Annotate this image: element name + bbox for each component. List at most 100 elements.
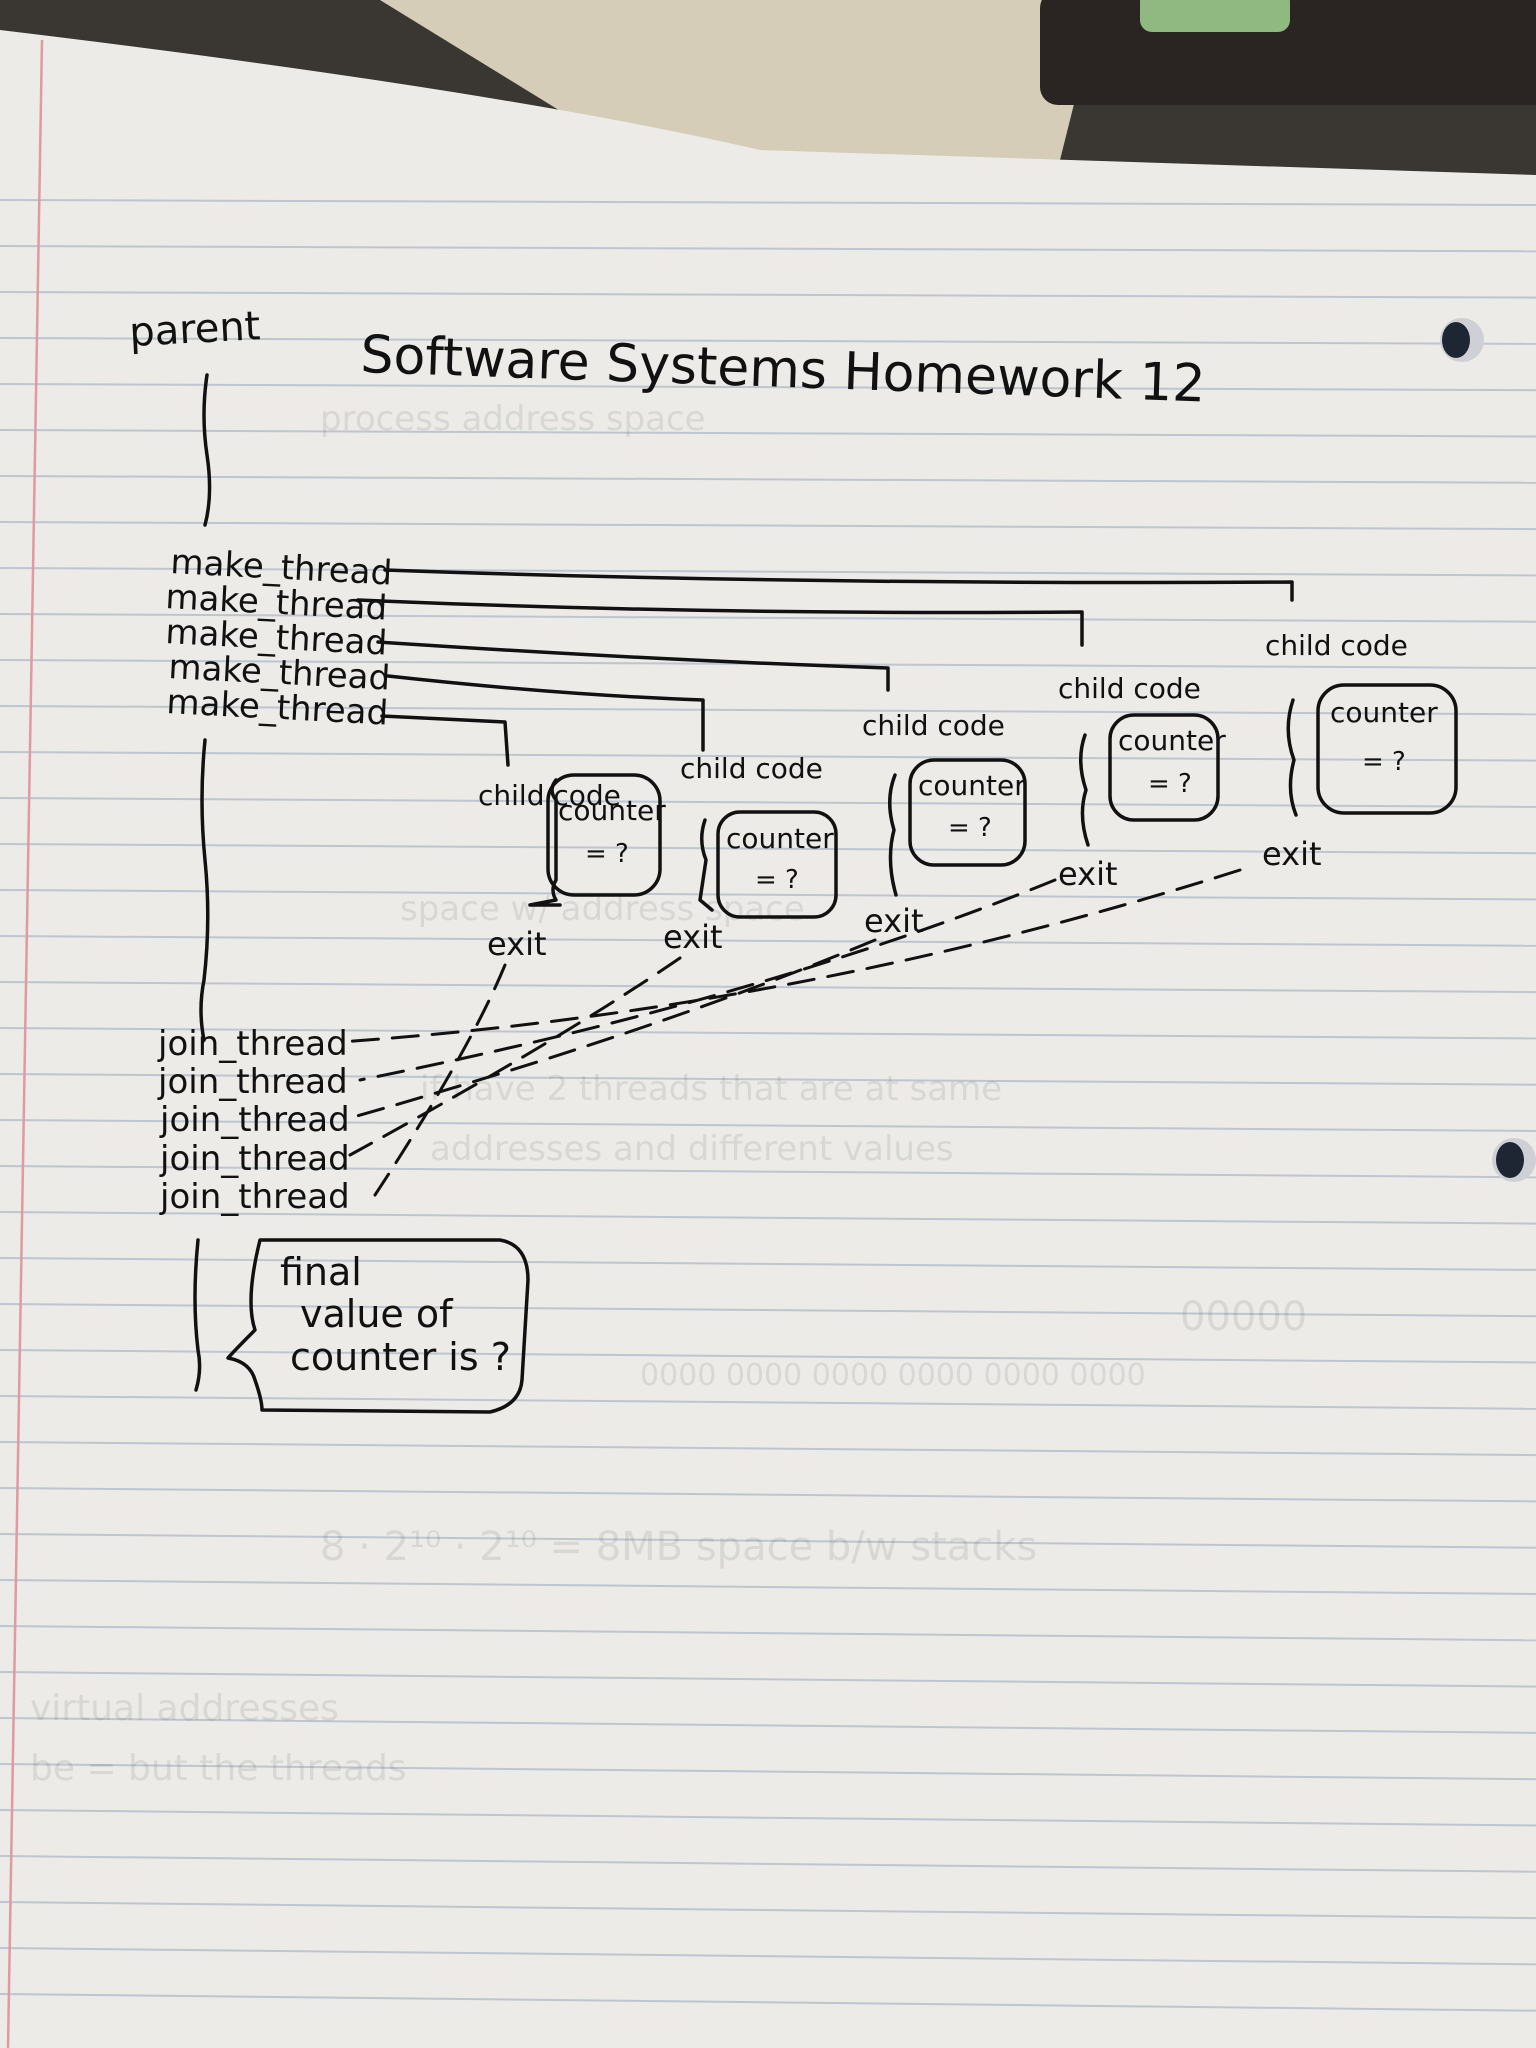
counter-label: counter: [1118, 724, 1226, 757]
svg-text:00000: 00000: [1180, 1294, 1307, 1340]
counter-bubble: [716, 810, 838, 919]
ruled-line: [0, 889, 1536, 901]
ruled-line: [0, 245, 1536, 253]
note-line-1: final: [280, 1250, 362, 1294]
ruled-line: [0, 935, 1536, 947]
punch-hole-shadow: [1442, 322, 1470, 358]
ruled-line: [0, 1947, 1536, 1966]
ruled-line: [0, 1993, 1536, 2012]
join-thread-call: join_thread: [159, 1139, 350, 1179]
counter-label: counter: [1330, 696, 1438, 729]
counter-bubble: [908, 758, 1027, 867]
ruled-lines: [0, 199, 1536, 2012]
spawn-line-3: [376, 640, 890, 692]
child-thread-1: child code counter = ? exit: [478, 773, 666, 963]
margin-line: [6, 39, 44, 2048]
ruled-line: [0, 1441, 1536, 1457]
child-thread-4: child code counter = ? exit: [1058, 672, 1226, 893]
ruled-line: [0, 475, 1536, 484]
join-thread-call: join_thread: [157, 1024, 348, 1064]
join-line: [373, 963, 507, 1197]
svg-text:0000 0000 0000 0000 0000 0000: 0000 0000 0000 0000 0000 0000: [640, 1358, 1146, 1393]
counter-value: = ?: [585, 839, 629, 869]
ruled-line: [0, 1671, 1536, 1688]
join-thread-list: join_thread join_thread join_thread join…: [157, 1024, 350, 1217]
join-lines: [338, 868, 1242, 1197]
svg-text:8 · 2¹⁰ · 2¹⁰ = 8MB space b/w: 8 · 2¹⁰ · 2¹⁰ = 8MB space b/w stacks: [320, 1524, 1037, 1570]
ruled-line: [0, 843, 1536, 855]
spawn-line-5: [383, 568, 1294, 602]
ruled-line: [0, 751, 1536, 762]
ruled-line: [0, 1901, 1536, 1920]
note-line-3: counter is ?: [290, 1335, 511, 1379]
spawn-line-2: [386, 674, 705, 752]
child-thread-3: child code counter = ? exit: [862, 709, 1027, 940]
ruled-line: [0, 1487, 1536, 1503]
ruled-line: [0, 1625, 1536, 1642]
punch-hole-shadow: [1496, 1142, 1524, 1178]
exit-label: exit: [663, 918, 723, 956]
final-value-note: final value of counter is ?: [226, 1238, 530, 1414]
desk-surface: [380, 0, 1100, 160]
spawn-line-4: [356, 598, 1084, 647]
child-code-label: child code: [1265, 629, 1408, 662]
join-line: [338, 868, 1242, 1044]
exit-label: exit: [1262, 835, 1322, 873]
ruled-line: [0, 1073, 1536, 1086]
svg-text:addresses and different values: addresses and different values: [430, 1129, 954, 1169]
ruled-line: [0, 337, 1536, 345]
make-thread-list: make_thread make_thread make_thread make…: [165, 542, 394, 734]
ruled-line: [0, 1349, 1536, 1364]
ruled-line: [0, 797, 1536, 808]
ruled-line: [0, 567, 1536, 577]
svg-text:process address space: process address space: [320, 399, 706, 439]
parent-timeline-top: [202, 373, 212, 527]
bleed-through-text: process address space space w/ address s…: [30, 399, 1307, 1789]
child-code-label: child code: [680, 752, 823, 785]
sticker: [1140, 0, 1290, 32]
counter-value: = ?: [1148, 769, 1192, 799]
note-line-2: value of: [300, 1292, 454, 1336]
svg-text:be = but the threads: be = but the threads: [30, 1748, 407, 1789]
counter-bubble: [1108, 713, 1220, 822]
ruled-line: [0, 1027, 1536, 1040]
counter-label: counter: [726, 822, 834, 855]
ruled-line: [0, 1717, 1536, 1734]
exit-label: exit: [487, 925, 547, 963]
ruled-line: [0, 1579, 1536, 1595]
child-code-brace: [888, 773, 898, 897]
counter-bubble: [546, 773, 662, 897]
exit-label: exit: [1058, 855, 1118, 893]
join-line: [348, 956, 682, 1157]
spawn-line-1: [380, 714, 510, 767]
counter-value: = ?: [948, 813, 992, 843]
join-line: [358, 878, 1057, 1082]
ruled-line: [0, 705, 1536, 716]
ruled-line: [0, 613, 1536, 623]
parent-timeline-middle: [199, 738, 210, 1042]
ruled-line: [0, 1809, 1536, 1827]
ruled-line: [0, 1855, 1536, 1873]
svg-text:if have 2 threads that are at: if have 2 threads that are at same: [420, 1069, 1002, 1109]
parent-timeline-bottom: [193, 1238, 202, 1392]
counter-value: = ?: [755, 865, 799, 895]
ruled-line: [0, 429, 1536, 438]
child-thread-2: child code counter = ? exit: [663, 752, 838, 956]
note-bubble: [226, 1238, 530, 1414]
child-thread-5: child code counter = ? exit: [1262, 629, 1458, 873]
parent-label: parent: [128, 303, 261, 356]
counter-bubble: [1316, 683, 1458, 815]
child-code-brace: [1079, 733, 1090, 847]
ruled-line: [0, 383, 1536, 392]
ruled-line: [0, 521, 1536, 531]
ruled-line: [0, 291, 1536, 299]
join-thread-call: join_thread: [159, 1177, 350, 1217]
counter-value: = ?: [1362, 747, 1406, 777]
child-code-label: child code: [862, 709, 1005, 742]
child-code-brace: [698, 818, 714, 912]
counter-label: counter: [918, 769, 1026, 802]
ruled-line: [0, 1211, 1536, 1225]
svg-text:virtual addresses: virtual addresses: [30, 1688, 339, 1729]
child-code-brace: [1286, 698, 1298, 817]
